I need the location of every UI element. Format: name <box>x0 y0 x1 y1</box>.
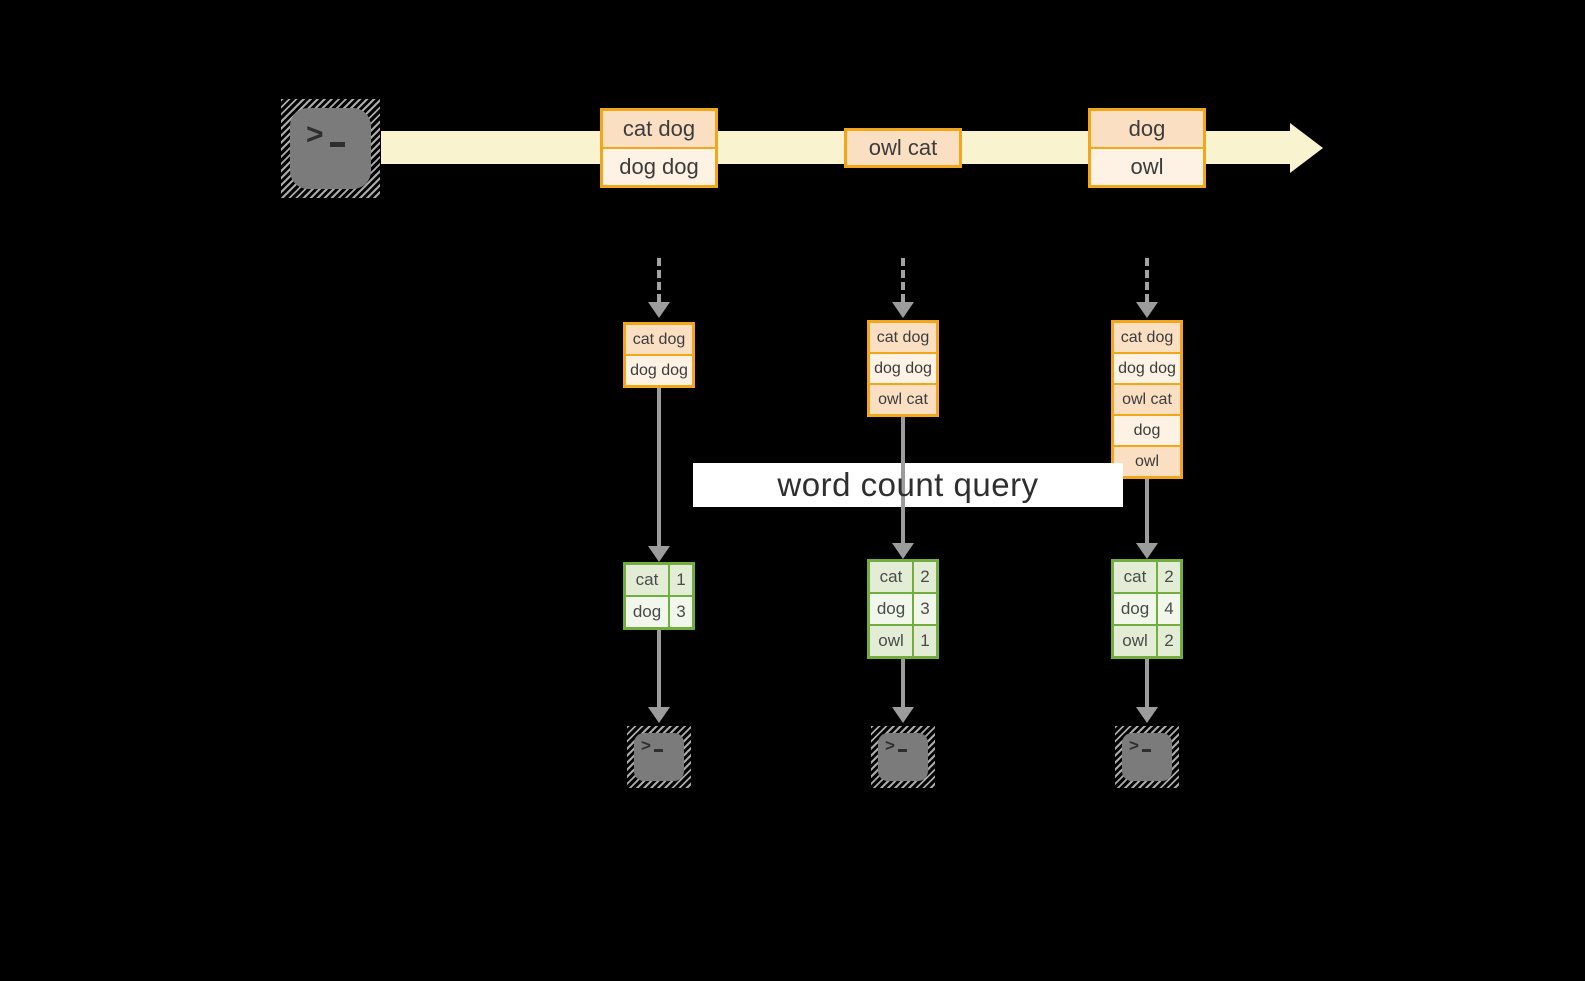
result-count: 4 <box>1158 594 1180 624</box>
arrowhead-icon <box>648 707 670 723</box>
stream-word: owl <box>1091 149 1203 185</box>
arrowhead-icon <box>892 707 914 723</box>
stream-to-batch-arrow-3 <box>1145 258 1149 302</box>
sink-terminal-icon-1: > <box>627 726 691 788</box>
batch-word: dog dog <box>1114 354 1180 383</box>
result-to-terminal-arrow-2 <box>901 659 905 707</box>
batch-word: cat dog <box>626 325 692 354</box>
stream-word: dog <box>1091 111 1203 147</box>
prompt-chevron: > <box>306 118 324 151</box>
stream-word: owl cat <box>847 131 959 165</box>
result-count: 2 <box>914 562 936 592</box>
batch-box-1: cat dog dog dog <box>623 322 695 388</box>
result-to-terminal-arrow-3 <box>1145 659 1149 707</box>
result-word: dog <box>870 594 912 624</box>
terminal-body: > <box>290 108 371 189</box>
stream-to-batch-arrow-1 <box>657 258 661 302</box>
stream-box-2: owl cat <box>844 128 962 168</box>
arrowhead-icon <box>648 302 670 318</box>
terminal-body: > <box>634 733 684 781</box>
result-count: 2 <box>1158 626 1180 656</box>
batch-to-result-arrow-2 <box>901 417 905 543</box>
batch-word: dog dog <box>626 356 692 385</box>
result-table-3: cat 2 dog 4 owl 2 <box>1111 559 1183 659</box>
result-count: 2 <box>1158 562 1180 592</box>
result-count: 3 <box>670 597 692 627</box>
terminal-body: > <box>1122 733 1172 781</box>
arrowhead-icon <box>648 546 670 562</box>
sink-terminal-icon-2: > <box>871 726 935 788</box>
result-table-2: cat 2 dog 3 owl 1 <box>867 559 939 659</box>
terminal-body: > <box>878 733 928 781</box>
batch-word: owl cat <box>1114 385 1180 414</box>
result-word: cat <box>870 562 912 592</box>
batch-word: dog <box>1114 416 1180 445</box>
stream-box-3: dog owl <box>1088 108 1206 188</box>
query-box <box>693 463 1123 507</box>
result-word: dog <box>1114 594 1156 624</box>
batch-box-2: cat dog dog dog owl cat <box>867 320 939 417</box>
batch-word: owl cat <box>870 385 936 414</box>
stream-word: cat dog <box>603 111 715 147</box>
batch-word: dog dog <box>870 354 936 383</box>
result-word: cat <box>1114 562 1156 592</box>
arrowhead-icon <box>1136 543 1158 559</box>
prompt-underscore <box>897 749 907 752</box>
result-count: 1 <box>670 565 692 595</box>
result-word: cat <box>626 565 668 595</box>
terminal-prompt-icon: > <box>306 120 345 150</box>
result-word: dog <box>626 597 668 627</box>
result-word: owl <box>1114 626 1156 656</box>
result-count: 3 <box>914 594 936 624</box>
batch-word: cat dog <box>1114 323 1180 352</box>
prompt-chevron: > <box>1129 736 1139 755</box>
stream-word: dog dog <box>603 149 715 185</box>
stream-arrowhead <box>1290 123 1323 173</box>
terminal-prompt-icon: > <box>885 737 907 754</box>
stream-box-1: cat dog dog dog <box>600 108 718 188</box>
batch-to-result-arrow-3 <box>1145 479 1149 543</box>
sink-terminal-icon-3: > <box>1115 726 1179 788</box>
stream-to-batch-arrow-2 <box>901 258 905 302</box>
arrowhead-icon <box>1136 707 1158 723</box>
result-count: 1 <box>914 626 936 656</box>
query-label: word count query <box>777 466 1039 503</box>
arrowhead-icon <box>892 543 914 559</box>
prompt-chevron: > <box>641 736 651 755</box>
terminal-prompt-icon: > <box>641 737 663 754</box>
arrowhead-icon <box>892 302 914 318</box>
terminal-prompt-icon: > <box>1129 737 1151 754</box>
prompt-chevron: > <box>885 736 895 755</box>
result-to-terminal-arrow-1 <box>657 630 661 707</box>
arrowhead-icon <box>1136 302 1158 318</box>
prompt-underscore <box>329 142 345 147</box>
source-terminal-icon: > <box>281 99 380 198</box>
result-table-1: cat 1 dog 3 <box>623 562 695 630</box>
batch-box-3: cat dog dog dog owl cat dog owl <box>1111 320 1183 479</box>
batch-to-result-arrow-1 <box>657 388 661 546</box>
result-word: owl <box>870 626 912 656</box>
prompt-underscore <box>1141 749 1151 752</box>
prompt-underscore <box>653 749 663 752</box>
batch-word: cat dog <box>870 323 936 352</box>
batch-word: owl <box>1114 447 1180 476</box>
